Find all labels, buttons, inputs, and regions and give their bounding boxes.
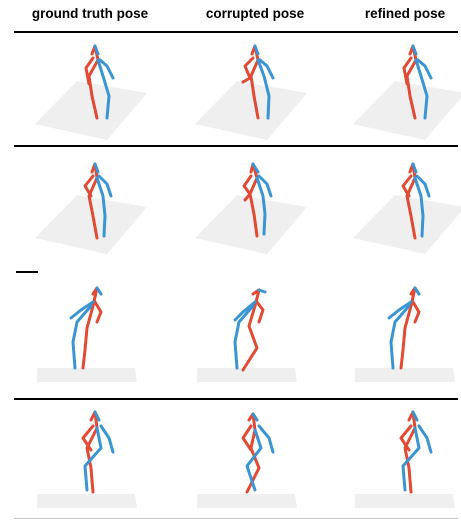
floor-plane-r2-c1 [197, 368, 297, 382]
skeleton-r3-c0 [83, 412, 113, 492]
right-limb-2 [413, 302, 419, 322]
floor-plane-r0-c1 [195, 81, 307, 140]
skeleton-r3-c2 [401, 412, 431, 492]
skeleton-r3-c1 [243, 414, 273, 492]
left-limb-5 [415, 288, 419, 294]
skeleton-r2-c1 [235, 290, 265, 370]
right-limb-2 [95, 302, 101, 322]
left-limb-3 [419, 426, 431, 452]
right-limb-2 [257, 302, 263, 322]
left-limb-5 [259, 290, 265, 292]
skeleton-r2-c2 [389, 288, 419, 368]
right-limb-0 [83, 288, 97, 368]
skeleton-r2-c0 [71, 288, 101, 368]
left-limb-5 [97, 288, 101, 294]
floor-plane-r2-c0 [37, 368, 137, 382]
floor-plane-r2-c2 [355, 368, 455, 382]
floor-plane-r1-c2 [353, 195, 461, 254]
floor-plane-r3-c2 [355, 494, 455, 508]
floor-plane-r0-c2 [353, 81, 461, 140]
right-limb-0 [401, 288, 415, 368]
floor-plane-r3-c0 [37, 494, 137, 508]
right-limb-2 [243, 426, 251, 450]
left-limb-3 [101, 426, 113, 452]
floor-plane-r3-c1 [197, 494, 297, 508]
